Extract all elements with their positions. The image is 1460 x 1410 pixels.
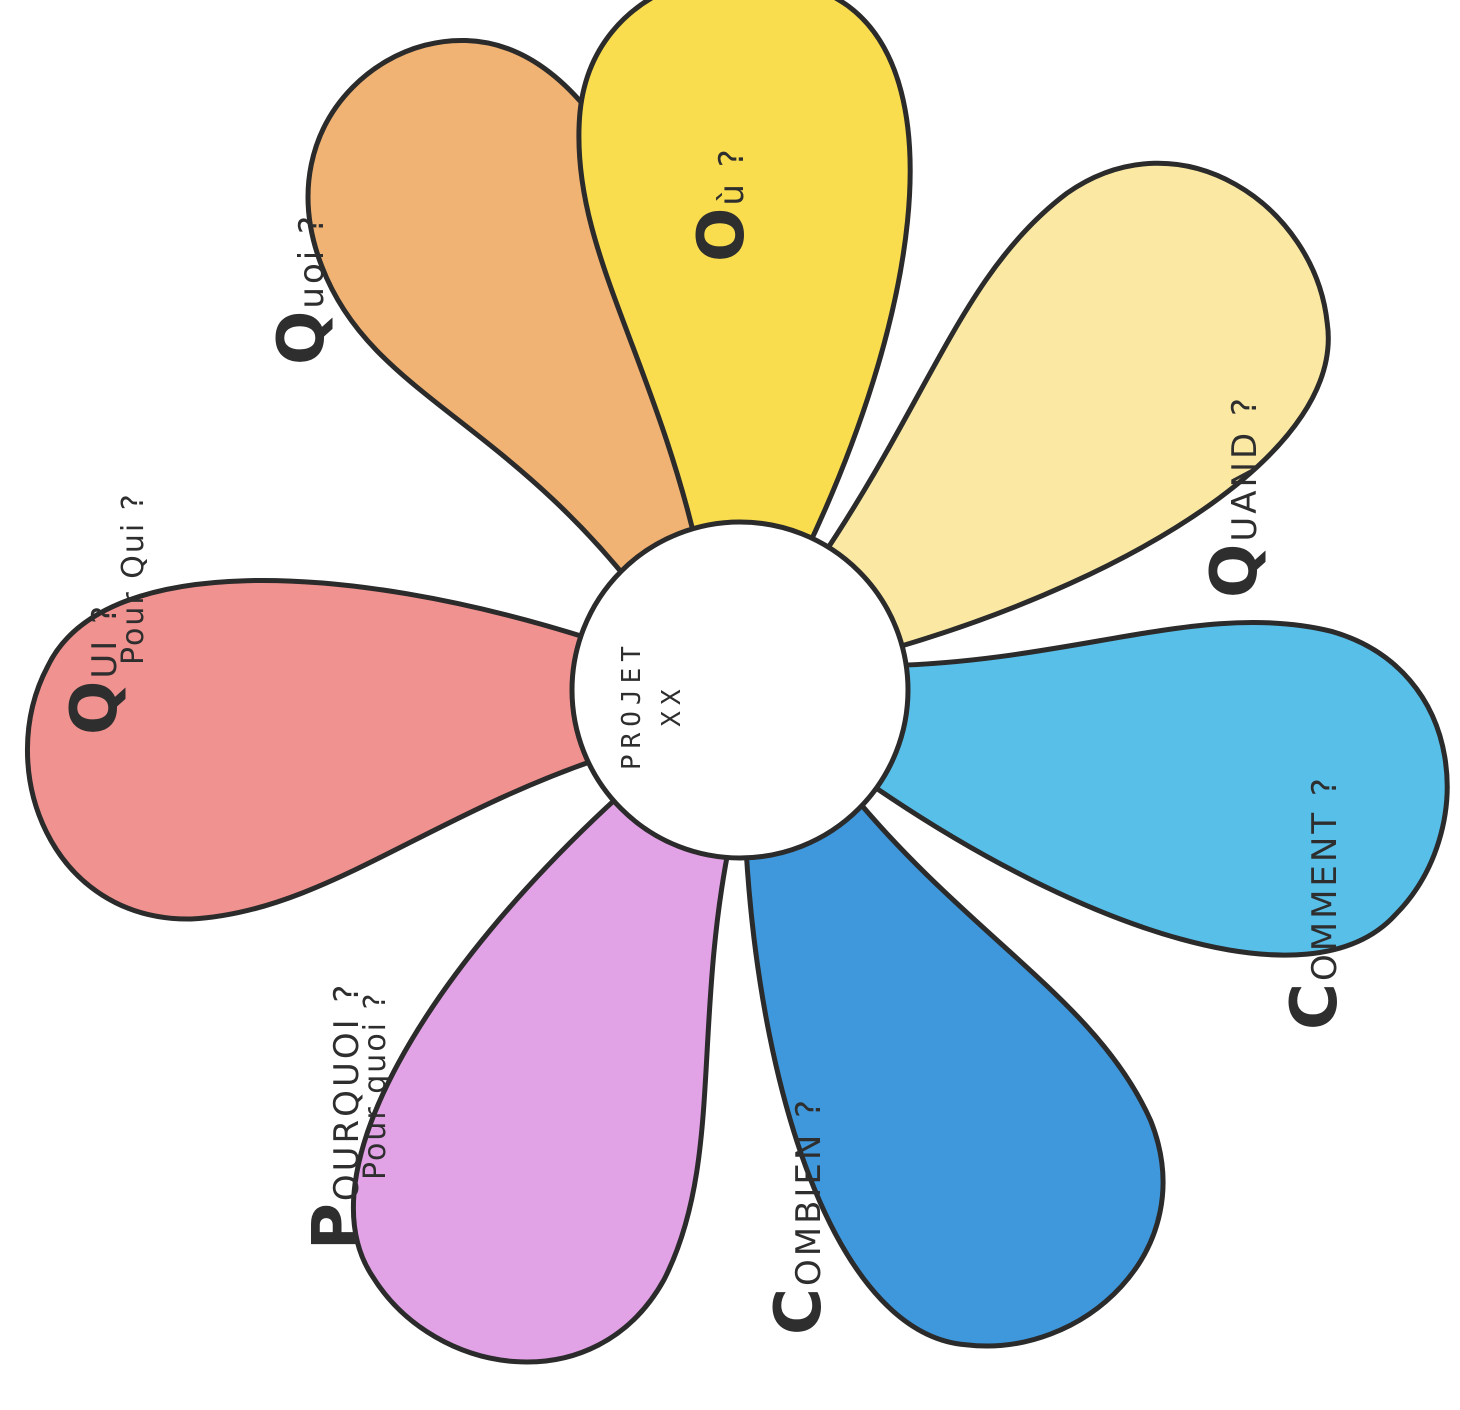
label-ou: Où ? bbox=[685, 146, 759, 262]
label-comment-rest: OMMENT ? bbox=[1305, 775, 1345, 981]
label-quoi-initial: Q bbox=[265, 309, 339, 365]
label-pourquoi-second: Pour quoi ? bbox=[358, 992, 393, 1180]
label-qui-initial: Q bbox=[58, 679, 132, 735]
label-ou-rest: ù ? bbox=[712, 146, 752, 205]
label-comment: COMMENT ? bbox=[1278, 775, 1352, 1030]
label-ou-initial: O bbox=[685, 206, 759, 262]
label-pourquoi-initial: P bbox=[300, 1201, 374, 1250]
label-comment-initial: C bbox=[1278, 981, 1352, 1030]
label-quand-initial: Q bbox=[1198, 542, 1272, 598]
label-quoi-rest: uoi ? bbox=[292, 213, 332, 309]
label-qui: QUI ? Pour Qui ? bbox=[58, 603, 132, 735]
label-quoi: Quoi ? bbox=[265, 213, 339, 365]
label-combien-rest: OMBIEN ? bbox=[789, 1097, 829, 1286]
center-line1: PROJET bbox=[612, 640, 652, 770]
label-combien: COMBIEN ? bbox=[762, 1097, 836, 1335]
label-pourquoi: POURQUOI ? Pour quoi ? bbox=[300, 982, 374, 1250]
label-qui-second: Pour Qui ? bbox=[116, 492, 151, 665]
center-line2: XX bbox=[652, 640, 692, 770]
label-quand-rest: UAND ? bbox=[1225, 395, 1265, 542]
center-label: PROJET XX bbox=[612, 640, 692, 770]
label-combien-initial: C bbox=[762, 1286, 836, 1335]
label-quand: QUAND ? bbox=[1198, 395, 1272, 598]
